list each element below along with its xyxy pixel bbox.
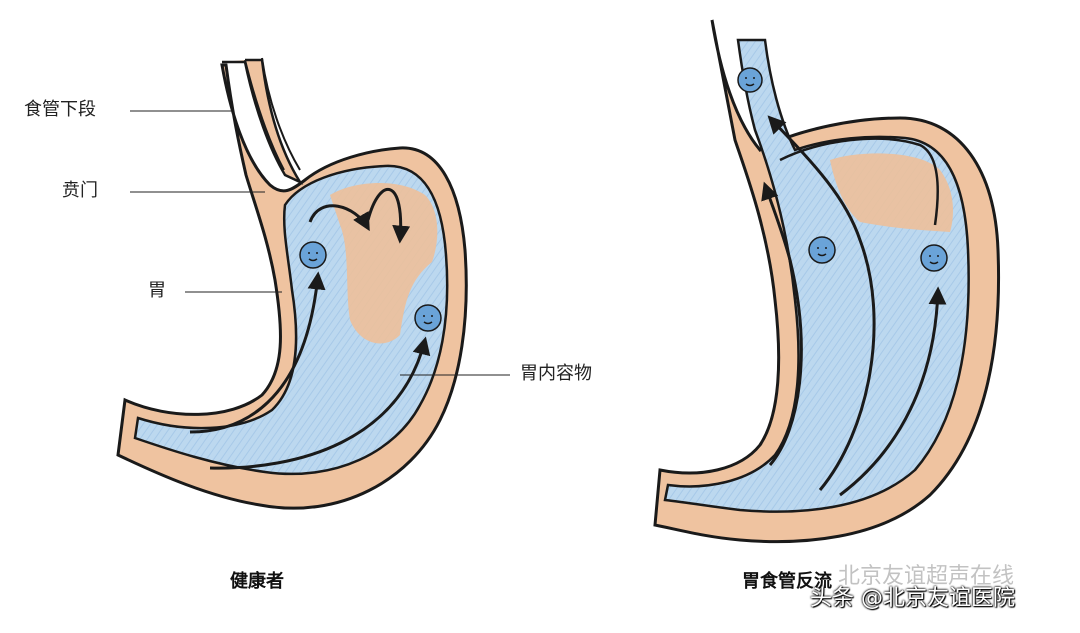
bubble-icon	[299, 241, 327, 269]
label-stomach: 胃	[148, 280, 166, 301]
label-esophagus-lower: 食管下段	[24, 99, 96, 120]
watermark-main: 头条 @北京友谊医院	[810, 586, 1015, 611]
flow-arrow-3	[308, 204, 370, 232]
watermark-faint: 北京友谊超声在线	[838, 564, 1015, 589]
fundus-region	[830, 153, 953, 232]
stomach-lumen	[663, 38, 970, 513]
bubble-icon	[737, 67, 763, 93]
bubble-icon	[920, 244, 948, 272]
reflux-stomach	[653, 19, 1001, 544]
flow-arrow-1	[767, 115, 876, 491]
caption-reflux: 胃食管反流	[742, 571, 832, 592]
flow-arrow-4	[779, 137, 939, 226]
flow-arrow-3	[839, 286, 947, 497]
healthy-stomach	[116, 57, 510, 510]
bubble-icon	[414, 304, 442, 332]
label-cardia: 贲门	[62, 180, 98, 201]
flow-arrow-2	[761, 181, 803, 466]
label-gastric-contents: 胃内容物	[520, 363, 592, 384]
flow-arrow-1	[189, 271, 326, 434]
bubble-icon	[808, 236, 836, 264]
caption-healthy: 健康者	[230, 571, 284, 592]
esophagus	[222, 58, 304, 185]
flow-arrow-4	[366, 188, 411, 244]
